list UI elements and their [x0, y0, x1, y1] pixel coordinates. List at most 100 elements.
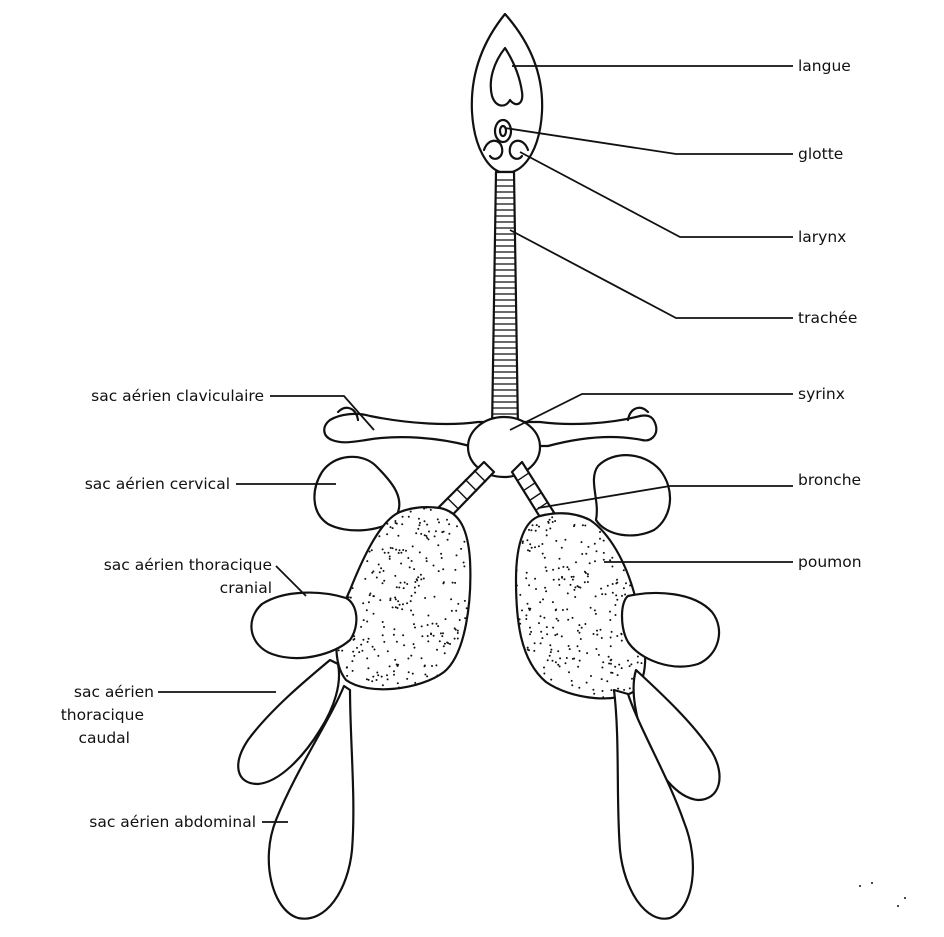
lung-stipple — [427, 635, 429, 637]
lung-stipple — [450, 598, 452, 600]
lung-stipple — [372, 570, 374, 572]
lung-stipple — [423, 508, 425, 510]
lung-stipple — [383, 626, 385, 628]
lung-stipple — [611, 566, 613, 568]
lung-stipple — [558, 584, 560, 586]
lung-stipple — [414, 647, 416, 649]
lung-stipple — [521, 609, 523, 611]
lung-stipple — [525, 614, 527, 616]
lung-stipple — [593, 633, 595, 635]
lung-stipple — [540, 642, 542, 644]
lung-stipple — [352, 670, 354, 672]
lung-stipple — [372, 646, 374, 648]
lung-stipple — [436, 623, 438, 625]
lung-stipple — [390, 526, 392, 528]
lung-stipple — [606, 680, 608, 682]
lung-stipple — [611, 631, 613, 633]
lung-stipple — [559, 657, 561, 659]
lung-stipple — [542, 598, 544, 600]
lung-stipple — [366, 560, 368, 562]
lung-stipple — [580, 638, 582, 640]
label-larynx: larynx — [798, 228, 846, 246]
lung-stipple — [353, 655, 355, 657]
lung-stipple — [601, 678, 603, 680]
lung-stipple — [555, 609, 557, 611]
lung-stipple — [366, 657, 368, 659]
lung-stipple — [437, 544, 439, 546]
label-sac-thoracique-cranial-1: sac aérien thoracique — [104, 556, 272, 574]
lung-stipple — [582, 524, 584, 526]
lung-stipple — [444, 643, 446, 645]
lung-stipple — [522, 540, 524, 542]
lung-stipple — [550, 651, 552, 653]
lung-stipple — [421, 635, 423, 637]
lung-stipple — [413, 643, 415, 645]
lung-stipple — [526, 539, 528, 541]
lung-stipple — [584, 623, 586, 625]
lung-stipple — [443, 531, 445, 533]
lung-stipple — [590, 607, 592, 609]
lung-stipple — [430, 509, 432, 511]
lung-stipple — [571, 684, 573, 686]
lung-stipple — [558, 579, 560, 581]
lung-stipple — [441, 635, 443, 637]
lung-stipple — [346, 667, 348, 669]
lung-stipple — [412, 545, 414, 547]
label-sac-thoracique-cranial-2: cranial — [220, 579, 272, 597]
lung-stipple — [527, 649, 529, 651]
lung-stipple — [363, 619, 365, 621]
lung-stipple — [612, 672, 614, 674]
lung-stipple — [360, 626, 362, 628]
lung-stipple — [402, 549, 404, 551]
lung-stipple — [612, 583, 614, 585]
lung-stipple — [397, 600, 399, 602]
lung-stipple — [516, 569, 518, 571]
lung-stipple — [364, 578, 366, 580]
lung-stipple — [424, 674, 426, 676]
lung-stipple — [452, 582, 454, 584]
lung-stipple — [380, 567, 382, 569]
lung-stipple — [579, 650, 581, 652]
lung-stipple — [630, 663, 632, 665]
lung-stipple — [540, 615, 542, 617]
lung-stipple — [369, 594, 371, 596]
lung-stipple — [562, 609, 564, 611]
lung-stipple — [571, 576, 573, 578]
lung-stipple — [529, 627, 531, 629]
lung-stipple — [527, 603, 529, 605]
lung-stipple — [601, 593, 603, 595]
lung-stipple — [631, 678, 633, 680]
lung-stipple — [463, 541, 465, 543]
lung-stipple — [590, 675, 592, 677]
lung-stipple — [625, 582, 627, 584]
lung-stipple — [367, 641, 369, 643]
lung-stipple — [463, 562, 465, 564]
lung-stipple — [398, 687, 400, 689]
lung-stipple — [546, 529, 548, 531]
lung-stipple — [447, 642, 449, 644]
lung-stipple — [543, 617, 545, 619]
lung-stipple — [552, 660, 554, 662]
lung-stipple — [435, 664, 437, 666]
lung-stipple — [414, 592, 416, 594]
lung-stipple — [445, 618, 447, 620]
lung-stipple — [546, 626, 548, 628]
lung-stipple — [621, 595, 623, 597]
lung-stipple — [457, 632, 459, 634]
lung-stipple — [579, 632, 581, 634]
lung-stipple — [426, 537, 428, 539]
lung-stipple — [602, 690, 604, 692]
lung-stipple — [578, 624, 580, 626]
lung-stipple — [378, 535, 380, 537]
lung-stipple — [546, 633, 548, 635]
lung-stipple — [417, 528, 419, 530]
lung-stipple — [616, 635, 618, 637]
lung-stipple — [436, 675, 438, 677]
lung-stipple — [457, 638, 459, 640]
lung-stipple — [610, 689, 612, 691]
lung-stipple — [556, 618, 558, 620]
lung-stipple — [399, 549, 401, 551]
lung-stipple — [577, 645, 579, 647]
lung-stipple — [594, 609, 596, 611]
lung-stipple — [423, 578, 425, 580]
